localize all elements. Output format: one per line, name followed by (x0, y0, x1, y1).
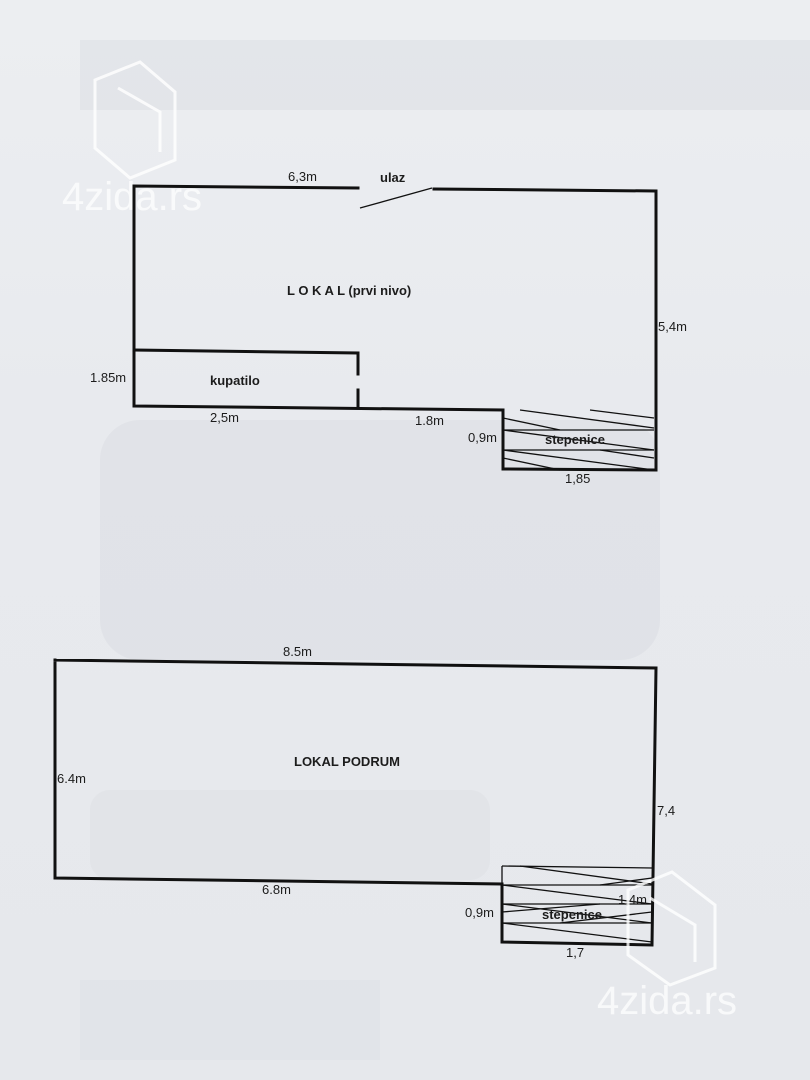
dim-first-stairs-height: 0,9m (468, 430, 497, 445)
basement-title: LOKAL PODRUM (294, 754, 400, 769)
dim-basement-stairs-width: 1,7 (566, 945, 584, 960)
basement-outer-wall (53, 658, 658, 947)
dim-basement-stairs-inner: 1,4m (618, 892, 647, 907)
watermark-bottom: 4zida.rs (597, 870, 737, 1023)
dim-basement-left: 6.4m (57, 771, 86, 786)
watermark-top: 4zida.rs (62, 60, 202, 219)
dim-basement-bottom: 6.8m (262, 882, 291, 897)
bathroom-wall (132, 348, 360, 376)
dim-first-top-left: 6,3m (288, 169, 317, 184)
first-level-stairs-label: stepenice (545, 432, 605, 447)
entrance-door (359, 187, 433, 209)
first-level-plan: 6,3m ulaz L O K A L (prvi nivo) 5,4m 1.8… (90, 169, 687, 486)
watermark-logo-icon-bottom (626, 870, 717, 987)
first-level-title: L O K A L (prvi nivo) (287, 283, 411, 298)
dim-bathroom-width: 2,5m (210, 410, 239, 425)
dim-bathroom-height: 1.85m (90, 370, 126, 385)
first-level-wall-top-left (132, 184, 505, 412)
watermark-brand-top: 4zida.rs (62, 175, 202, 219)
entrance-label: ulaz (380, 170, 406, 185)
dim-basement-right: 7,4 (657, 803, 675, 818)
watermark-logo-icon (93, 60, 177, 180)
dim-first-stairs-width: 1,85 (565, 471, 590, 486)
dim-first-bottom-middle: 1.8m (415, 413, 444, 428)
dim-first-right: 5,4m (658, 319, 687, 334)
bathroom-label: kupatilo (210, 373, 260, 388)
background-bleed (80, 40, 810, 1060)
basement-stairs-label: stepenice (542, 907, 602, 922)
first-level-stairs (502, 409, 655, 471)
first-level-wall-top-right (432, 187, 658, 472)
watermark-brand-bottom: 4zida.rs (597, 979, 737, 1023)
dim-basement-top: 8.5m (283, 644, 312, 659)
dim-basement-stairs-height: 0,9m (465, 905, 494, 920)
